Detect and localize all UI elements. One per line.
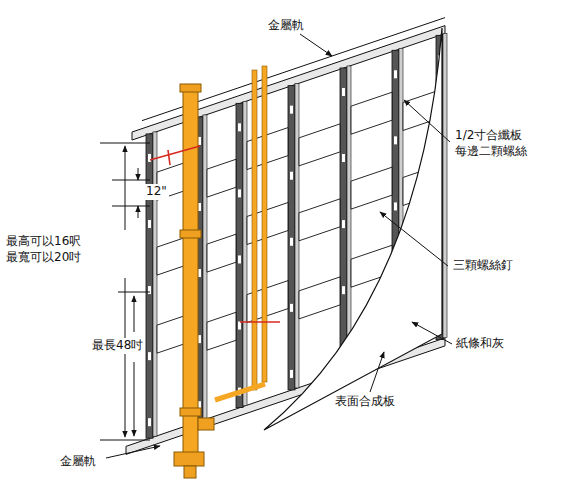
- stud-hole: [342, 220, 345, 228]
- stud-web: [236, 103, 243, 407]
- stud-hole: [238, 189, 241, 197]
- stud-hole: [342, 154, 345, 162]
- stud-hole: [290, 106, 293, 114]
- stud-flange: [203, 115, 207, 419]
- dimension-line: [138, 206, 139, 218]
- leaders: [106, 34, 452, 458]
- stud-hole: [290, 370, 293, 378]
- drain-pipe: [183, 88, 198, 460]
- stud-hole: [148, 286, 151, 294]
- dimension-line: [138, 168, 139, 180]
- metal-stud: [340, 66, 351, 372]
- supply-pipe: [262, 66, 267, 382]
- dimension-label: 最高可以16呎 最寬可以20吋: [4, 234, 88, 265]
- stud-frame: [126, 18, 447, 455]
- extension-line: [112, 206, 150, 207]
- red-line: [240, 321, 280, 323]
- stud-flange: [243, 101, 247, 405]
- stud-hole: [290, 238, 293, 246]
- extension-line: [100, 440, 150, 441]
- stud-web: [288, 86, 295, 390]
- backing-plate: [207, 159, 236, 197]
- metal-stud: [236, 101, 247, 407]
- stud-hole: [394, 70, 397, 78]
- pipe-cap: [180, 84, 201, 92]
- stud-hole: [148, 220, 151, 228]
- stud-flange: [295, 84, 299, 388]
- leader-line: [404, 100, 450, 142]
- pipe-joint: [180, 408, 201, 416]
- stud-hole: [342, 286, 345, 294]
- stud-hole: [290, 304, 293, 312]
- stud-flange: [443, 33, 447, 337]
- backing-plate: [299, 199, 340, 241]
- supply-pipe: [252, 70, 257, 390]
- part-label: 金屬軌: [60, 454, 96, 470]
- dimensions: [100, 143, 150, 440]
- part-label: 表面合成板: [333, 394, 397, 410]
- extension-line: [100, 143, 150, 144]
- pipe-outlet: [184, 466, 196, 478]
- gypsum-board: [264, 28, 442, 430]
- stud-hole: [238, 123, 241, 131]
- red-line: [150, 146, 200, 160]
- stud-hole: [394, 202, 397, 210]
- stud-hole: [290, 172, 293, 180]
- part-label: 1/2寸合纖板 每邊二顆螺絲: [455, 128, 535, 159]
- pipes: [150, 66, 280, 478]
- leader-line: [380, 212, 448, 266]
- stud-hole: [148, 418, 151, 426]
- backing-plate: [207, 312, 236, 350]
- stud-web: [340, 68, 347, 372]
- dimension-label: 最長48吋: [90, 338, 145, 354]
- stud-flange: [153, 132, 157, 436]
- supply-pipe: [215, 384, 265, 400]
- dimension-line: [134, 296, 135, 332]
- extension-line: [112, 180, 150, 181]
- metal-stud: [146, 132, 157, 438]
- stud-flange: [347, 66, 351, 370]
- dimension-label: 12": [144, 184, 169, 200]
- pipe-branch: [198, 418, 214, 430]
- stud-hole: [238, 255, 241, 263]
- part-label: 三顆螺絲釘: [453, 258, 513, 274]
- part-label: 金屬軌: [268, 18, 304, 34]
- backing-plate: [299, 124, 340, 166]
- dimension-line: [125, 146, 126, 230]
- stud-hole: [394, 136, 397, 144]
- extension-line: [118, 292, 150, 293]
- stud-hole: [342, 88, 345, 96]
- dimension-line: [125, 278, 126, 437]
- backing-plate: [351, 92, 392, 134]
- leader-line: [412, 322, 452, 344]
- stud-hole: [148, 352, 151, 360]
- backing-plate: [351, 167, 392, 209]
- pipe-joint: [180, 230, 201, 238]
- backing-plate: [207, 234, 236, 272]
- leader-line: [370, 352, 384, 392]
- part-label: 紙條和灰: [456, 336, 504, 352]
- leader-line: [300, 34, 332, 56]
- dimension-line: [134, 362, 135, 436]
- red-line: [168, 150, 170, 165]
- backing-plate: [299, 277, 340, 319]
- stud-hole: [148, 154, 151, 162]
- metal-stud: [288, 84, 299, 390]
- leader-line: [106, 446, 160, 458]
- pipe-fitting: [174, 452, 204, 466]
